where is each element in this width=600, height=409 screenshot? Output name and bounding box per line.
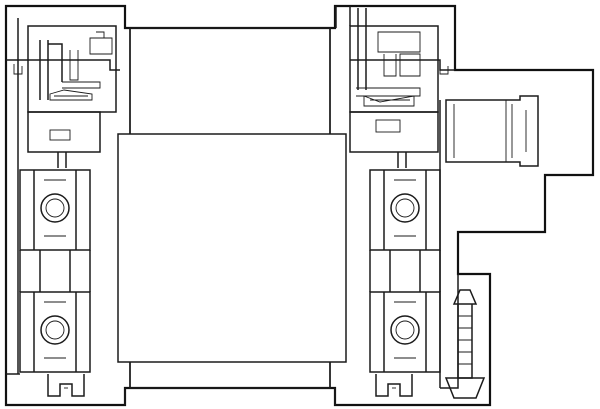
top-right-bracket [335, 6, 351, 28]
left-seal-assembly [27, 25, 117, 168]
left-bearing-lower [19, 291, 91, 373]
right-seal-assembly [349, 8, 439, 168]
right-bearing-upper [369, 169, 441, 251]
left-bearing-upper [19, 169, 91, 251]
right-bearing-lower [369, 291, 441, 373]
right-spacer [369, 250, 441, 292]
side-connector [445, 95, 539, 167]
central-shaft [117, 27, 347, 389]
bottom-clips [47, 374, 413, 397]
bolt [444, 289, 486, 399]
left-spacer [19, 250, 91, 292]
